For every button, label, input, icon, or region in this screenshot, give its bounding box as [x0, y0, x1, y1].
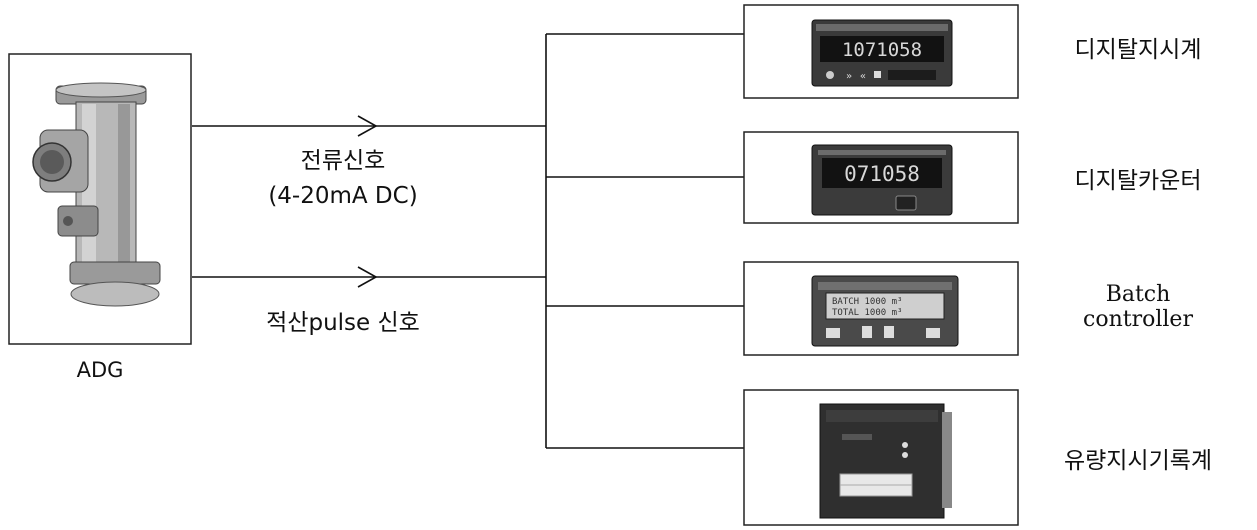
current-signal-label: 전류신호 (4-20mA DC) — [268, 148, 417, 209]
device-batch-controller: BATCH 1000 m³ TOTAL 1000 m³ Batch contro… — [743, 261, 1193, 356]
batch-controller-image: BATCH 1000 m³ TOTAL 1000 m³ — [811, 275, 959, 347]
device-digital-indicator: 1071058 » « 디지탈지시계 — [743, 4, 1202, 99]
batch-lcd-row1: BATCH 1000 m³ — [832, 297, 902, 307]
digital-counter-image: 071058 — [811, 144, 953, 216]
svg-text:«: « — [860, 71, 866, 82]
batch-controller-label-line1: Batch — [1106, 282, 1171, 307]
batch-lcd-row2: TOTAL 1000 m³ — [832, 308, 902, 318]
current-signal-label-line1: 전류신호 — [301, 148, 386, 174]
source-device: ADG — [8, 53, 192, 382]
flowmeter-image — [32, 82, 161, 307]
digital-indicator-label: 디지탈지시계 — [1075, 37, 1202, 63]
batch-controller-label-line2: controller — [1083, 307, 1193, 332]
device-flow-recorder: 유량지시기록계 — [743, 389, 1212, 526]
digital-indicator-display: 1071058 — [842, 39, 922, 61]
pulse-signal-arrow — [357, 266, 378, 288]
digital-indicator-image: 1071058 » « — [811, 19, 953, 87]
digital-counter-display: 071058 — [844, 162, 920, 186]
signal-lines — [192, 33, 744, 449]
svg-text:»: » — [846, 71, 852, 82]
flow-recorder-image — [819, 403, 952, 519]
current-signal-arrow — [357, 115, 378, 137]
digital-counter-label: 디지탈카운터 — [1075, 168, 1202, 194]
device-digital-counter: 071058 디지탈카운터 — [743, 131, 1202, 224]
source-label: ADG — [77, 358, 124, 382]
current-signal-label-line2: (4-20mA DC) — [268, 183, 417, 209]
flow-recorder-label: 유량지시기록계 — [1064, 448, 1212, 474]
pulse-signal-label: 적산pulse 신호 — [266, 310, 420, 336]
